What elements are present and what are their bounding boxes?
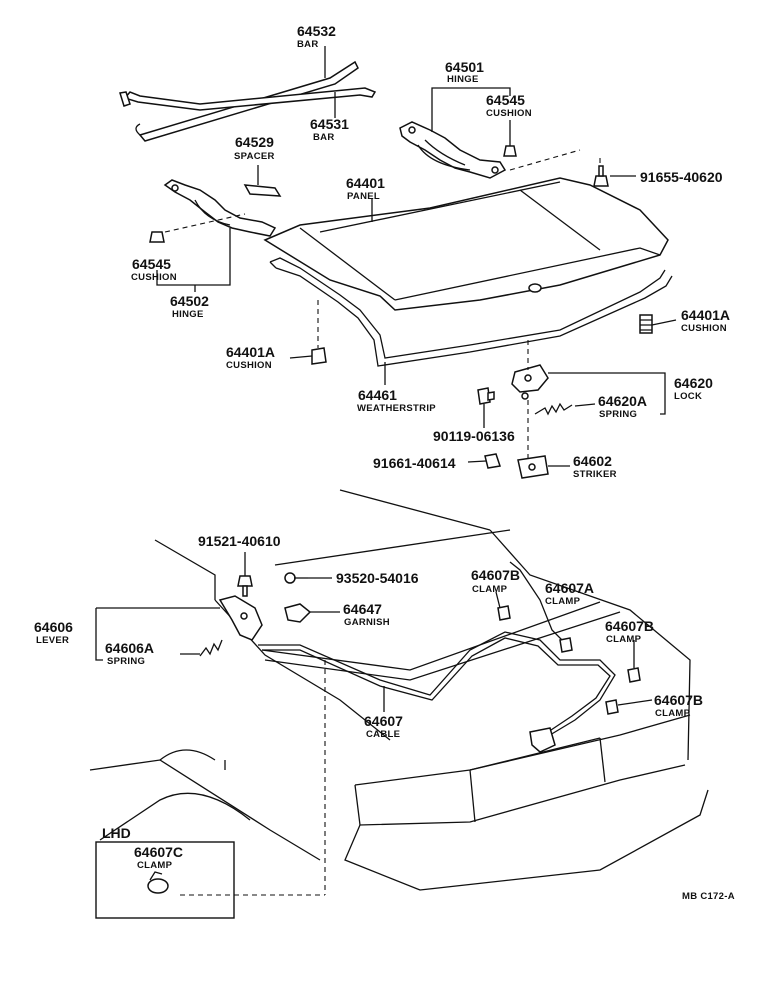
label-64545b-num: 64545 (132, 256, 171, 272)
label-64545a-name: CUSHION (486, 108, 532, 119)
label-64607A-num: 64607A (545, 580, 594, 596)
label-64606-name: LEVER (36, 635, 69, 646)
label-64501-name: HINGE (447, 74, 479, 85)
clamp-64607C (147, 871, 169, 894)
cushion-64545-left (149, 231, 165, 243)
cushion-64401A-left (311, 347, 327, 365)
hinge-64501 (399, 121, 507, 179)
label-64545b-name: CUSHION (131, 272, 177, 283)
label-64647-name: GARNISH (344, 617, 390, 628)
label-64461-num: 64461 (358, 387, 397, 403)
label-64502-num: 64502 (170, 293, 209, 309)
leader-lines (95, 46, 677, 712)
lock-64620 (511, 364, 549, 400)
label-64620A-num: 64620A (598, 393, 647, 409)
label-64531-name: BAR (313, 132, 334, 143)
label-64620A-name: SPRING (599, 409, 637, 420)
label-64607B-2-num: 64607B (605, 618, 654, 634)
label-64532-name: BAR (297, 39, 318, 50)
label-64647-num: 64647 (343, 601, 382, 617)
screw-93520 (284, 572, 308, 584)
label-64401-name: PANEL (347, 191, 380, 202)
label-64607B-1-name: CLAMP (472, 584, 508, 595)
cushion-64545-right (503, 145, 517, 157)
label-64606-num: 64606 (34, 619, 73, 635)
label-64607B-1-num: 64607B (471, 567, 520, 583)
clamp-64607A (559, 637, 573, 653)
cushion-64401A-right (639, 314, 653, 334)
label-91661-num: 91661-40614 (373, 455, 456, 471)
torsion-bar-64531 (119, 87, 377, 111)
spring-64606A (199, 639, 223, 657)
bolt-91521 (237, 575, 253, 597)
spacer-64529 (243, 184, 282, 197)
labels: 64532 BAR 64531 BAR 64501 HINGE 64545 CU… (34, 23, 735, 902)
inset-title: LHD (102, 825, 131, 841)
label-64401-num: 64401 (346, 175, 385, 191)
label-64401A-right-num: 64401A (681, 307, 730, 323)
footer-code: MB C172-A (682, 891, 735, 902)
label-64606A-num: 64606A (105, 640, 154, 656)
label-93520-num: 93520-54016 (336, 570, 419, 586)
label-64531-num: 64531 (310, 116, 349, 132)
label-64529-num: 64529 (235, 134, 274, 150)
bolt-90119 (477, 387, 495, 405)
clamp-64607B-top (497, 605, 511, 621)
label-64461-name: WEATHERSTRIP (357, 403, 436, 414)
lever-64606 (218, 595, 263, 641)
label-91521-num: 91521-40610 (198, 533, 281, 549)
hinge-64502 (163, 179, 277, 237)
cable-64607 (258, 631, 616, 739)
label-64606A-name: SPRING (107, 656, 145, 667)
label-64607C-num: 64607C (134, 844, 183, 860)
striker-64602 (517, 455, 549, 479)
spring-64620A (534, 402, 573, 416)
label-64607B-3-name: CLAMP (655, 708, 691, 719)
label-64607B-2-name: CLAMP (606, 634, 642, 645)
car-body (89, 489, 709, 891)
label-64401A-left-num: 64401A (226, 344, 275, 360)
label-64607-name: CABLE (366, 729, 400, 740)
bolt-91655 (593, 165, 609, 187)
clamp-64607B-mid (627, 667, 641, 683)
trunk-lid-panel-64401 (263, 177, 669, 311)
torsion-bar-64532 (135, 60, 359, 142)
label-64545a-num: 64545 (486, 92, 525, 108)
clamp-64607B-low (605, 699, 619, 715)
label-64501-num: 64501 (445, 59, 484, 75)
label-64607B-3-num: 64607B (654, 692, 703, 708)
label-64529-name: SPACER (234, 151, 275, 162)
label-64607A-name: CLAMP (545, 596, 581, 607)
label-90119-num: 90119-06136 (433, 428, 515, 444)
garnish-64647 (284, 603, 312, 623)
label-64401A-left-name: CUSHION (226, 360, 272, 371)
lhd-inset: LHD (95, 825, 235, 919)
label-64607C-name: CLAMP (137, 860, 173, 871)
label-64620-name: LOCK (674, 391, 702, 402)
label-64532-num: 64532 (297, 23, 336, 39)
label-64607-num: 64607 (364, 713, 403, 729)
label-64401A-right-name: CUSHION (681, 323, 727, 334)
bolt-91661 (484, 453, 501, 469)
label-64602-num: 64602 (573, 453, 612, 469)
weatherstrip-64461 (269, 257, 673, 367)
label-64602-name: STRIKER (573, 469, 617, 480)
label-64620-num: 64620 (674, 375, 713, 391)
label-91655-num: 91655-40620 (640, 169, 723, 185)
label-64502-name: HINGE (172, 309, 204, 320)
lock-release-bracket (529, 727, 556, 753)
